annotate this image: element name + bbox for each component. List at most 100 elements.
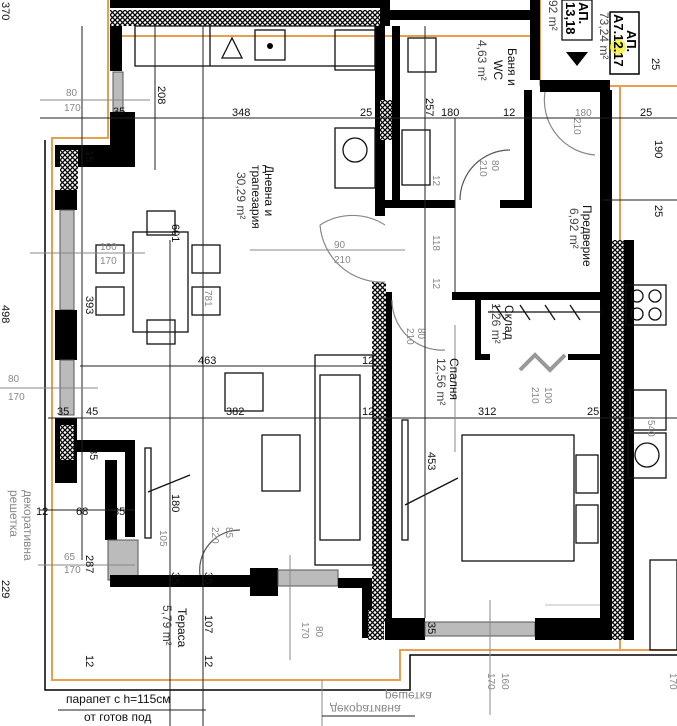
svg-text:287: 287 (83, 555, 95, 573)
svg-text:трапезария: трапезария (249, 165, 263, 229)
svg-text:12: 12 (362, 406, 374, 418)
svg-text:170: 170 (64, 103, 81, 114)
svg-text:45: 45 (86, 406, 98, 418)
doors (199, 91, 596, 576)
svg-text:453: 453 (425, 452, 437, 470)
svg-text:WC: WC (491, 60, 505, 80)
room-label-bedroom: Спалня 12,56 m² (434, 358, 461, 405)
svg-text:257: 257 (423, 98, 435, 116)
svg-text:229: 229 (0, 580, 11, 598)
room-label-bath: Баня и WC 4,63 m² (475, 40, 519, 86)
svg-text:35: 35 (87, 448, 99, 460)
svg-text:13,18: 13,18 (563, 2, 578, 35)
svg-text:370: 370 (0, 2, 11, 20)
svg-text:180: 180 (441, 107, 459, 119)
svg-text:12: 12 (83, 655, 95, 667)
svg-text:92 m²: 92 m² (546, 0, 560, 31)
svg-text:декоративна: декоративна (330, 702, 401, 716)
svg-text:80: 80 (66, 88, 78, 99)
room-label-living: Дневна и трапезария 30,29 m² (234, 165, 276, 229)
svg-text:Баня и: Баня и (505, 48, 519, 86)
svg-text:25: 25 (649, 58, 661, 70)
svg-text:12,56 m²: 12,56 m² (434, 358, 448, 405)
svg-text:190: 190 (652, 140, 664, 158)
svg-text:73,24 m²: 73,24 m² (597, 12, 611, 59)
svg-text:107: 107 (202, 615, 214, 633)
apartment-neighbor-label: АП. 13,18 92 m² (546, 0, 593, 41)
svg-text:35: 35 (202, 572, 214, 584)
parapet-note: парапет с h=115см от готов под (66, 692, 171, 724)
svg-text:12: 12 (430, 175, 441, 187)
svg-text:220: 220 (209, 527, 220, 544)
svg-text:Предверие: Предверие (580, 205, 594, 267)
highlight-marker (610, 39, 626, 55)
svg-text:170: 170 (299, 622, 310, 639)
svg-text:25: 25 (640, 107, 652, 119)
svg-text:5,79 m²: 5,79 m² (160, 605, 174, 646)
svg-text:160: 160 (499, 673, 510, 690)
svg-text:Склад: Склад (502, 305, 516, 340)
svg-text:решетка: решетка (385, 689, 432, 703)
svg-text:12: 12 (503, 107, 515, 119)
svg-text:540: 540 (645, 420, 656, 437)
svg-text:170: 170 (667, 673, 677, 690)
svg-text:А7.12.17: А7.12.17 (611, 14, 626, 67)
svg-text:463: 463 (198, 355, 216, 367)
svg-text:80: 80 (8, 374, 20, 385)
svg-text:348: 348 (232, 107, 250, 119)
svg-text:АП.: АП. (624, 30, 639, 52)
svg-text:118: 118 (430, 235, 441, 251)
svg-text:25: 25 (360, 107, 372, 119)
svg-text:4,63 m²: 4,63 m² (475, 40, 489, 81)
svg-text:80: 80 (415, 328, 426, 340)
svg-text:АП.: АП. (576, 2, 591, 24)
svg-text:80: 80 (489, 160, 500, 172)
svg-text:35: 35 (113, 106, 125, 118)
building-outline (44, 140, 677, 691)
svg-text:Дневна и: Дневна и (262, 165, 276, 216)
room-label-storage: Склад 1,26 m² (489, 303, 516, 344)
svg-text:90: 90 (334, 240, 346, 251)
svg-text:12: 12 (430, 278, 441, 290)
svg-text:12: 12 (36, 506, 48, 518)
svg-text:312: 312 (478, 406, 496, 418)
svg-text:160: 160 (100, 242, 117, 253)
svg-text:15: 15 (83, 150, 95, 162)
room-label-hall: Предверие 6,92 m² (567, 205, 594, 267)
svg-text:781: 781 (202, 290, 213, 307)
svg-text:декоративна: декоративна (21, 490, 35, 561)
dimension-labels: 370 208 80 170 35 15 348 25 257 180 12 1… (0, 2, 677, 690)
furniture (95, 25, 677, 651)
svg-text:105: 105 (157, 530, 168, 547)
svg-text:25: 25 (652, 205, 664, 217)
svg-text:601: 601 (169, 224, 181, 242)
svg-text:210: 210 (571, 118, 582, 135)
svg-text:85: 85 (223, 527, 234, 539)
svg-text:Спалня: Спалня (447, 358, 461, 400)
svg-text:Тераса: Тераса (175, 608, 189, 648)
svg-text:12: 12 (202, 655, 214, 667)
svg-text:35: 35 (169, 572, 181, 584)
room-label-terrace: Тераса 5,79 m² (160, 605, 189, 648)
svg-text:208: 208 (155, 86, 167, 104)
svg-text:393: 393 (83, 296, 95, 314)
svg-text:180: 180 (169, 494, 181, 512)
svg-text:170: 170 (485, 673, 496, 690)
svg-text:382: 382 (226, 406, 244, 418)
svg-text:180: 180 (575, 108, 592, 119)
svg-text:35: 35 (113, 506, 125, 518)
svg-text:решетка: решетка (7, 490, 21, 537)
svg-text:68: 68 (76, 506, 88, 518)
svg-text:210: 210 (529, 387, 540, 404)
svg-text:210: 210 (477, 160, 488, 177)
dimension-lines (0, 26, 677, 726)
svg-text:170: 170 (100, 256, 117, 267)
svg-text:65: 65 (64, 552, 76, 563)
svg-text:6,92 m²: 6,92 m² (567, 208, 581, 249)
walls (55, 0, 634, 640)
grille-note-left: декоративна решетка (7, 490, 35, 561)
svg-text:210: 210 (404, 328, 415, 345)
svg-text:12: 12 (362, 355, 374, 367)
apartment-label: АП. А7.12.17 73,24 m² (566, 11, 640, 75)
